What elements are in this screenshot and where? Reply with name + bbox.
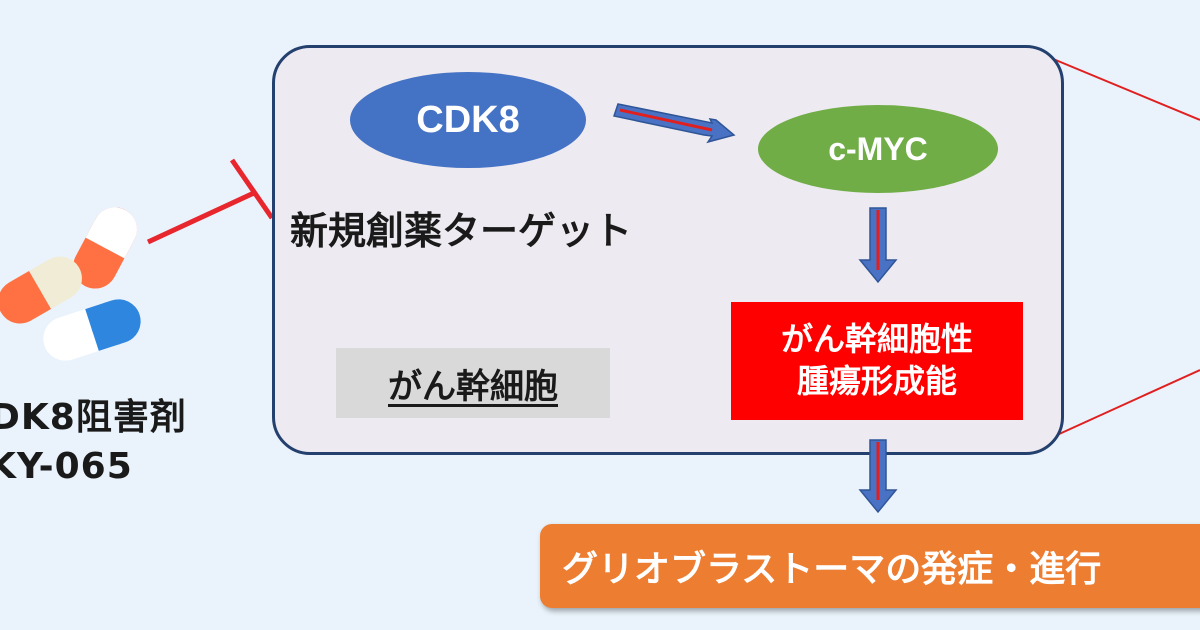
zoom-line-bottom [1045, 369, 1200, 441]
new-drug-target-label: 新規創薬ターゲット [290, 209, 633, 253]
zoom-line-top [1045, 55, 1200, 121]
drug-code-label: KY-065 [0, 446, 133, 487]
tumorigenicity-box: がん幹細胞性 腫瘍形成能 [731, 302, 1023, 420]
cancer-stem-cell-label: がん幹細胞 [336, 348, 610, 418]
cdk8-node: CDK8 [350, 72, 586, 168]
tumor-line-2: 腫瘍形成能 [796, 362, 957, 400]
cmyc-node: c-MYC [758, 105, 998, 193]
inhibition-arrow [146, 158, 275, 245]
tumor-line-1: がん幹細胞性 [780, 320, 973, 359]
drug-name-label: DK8阻害剤 [0, 397, 187, 438]
capsule-pills-icon [0, 207, 141, 361]
glioblastoma-outcome-box: グリオブラストーマの発症・進行 [540, 524, 1200, 608]
cancer-stem-cell-text: がん幹細胞 [388, 366, 558, 407]
